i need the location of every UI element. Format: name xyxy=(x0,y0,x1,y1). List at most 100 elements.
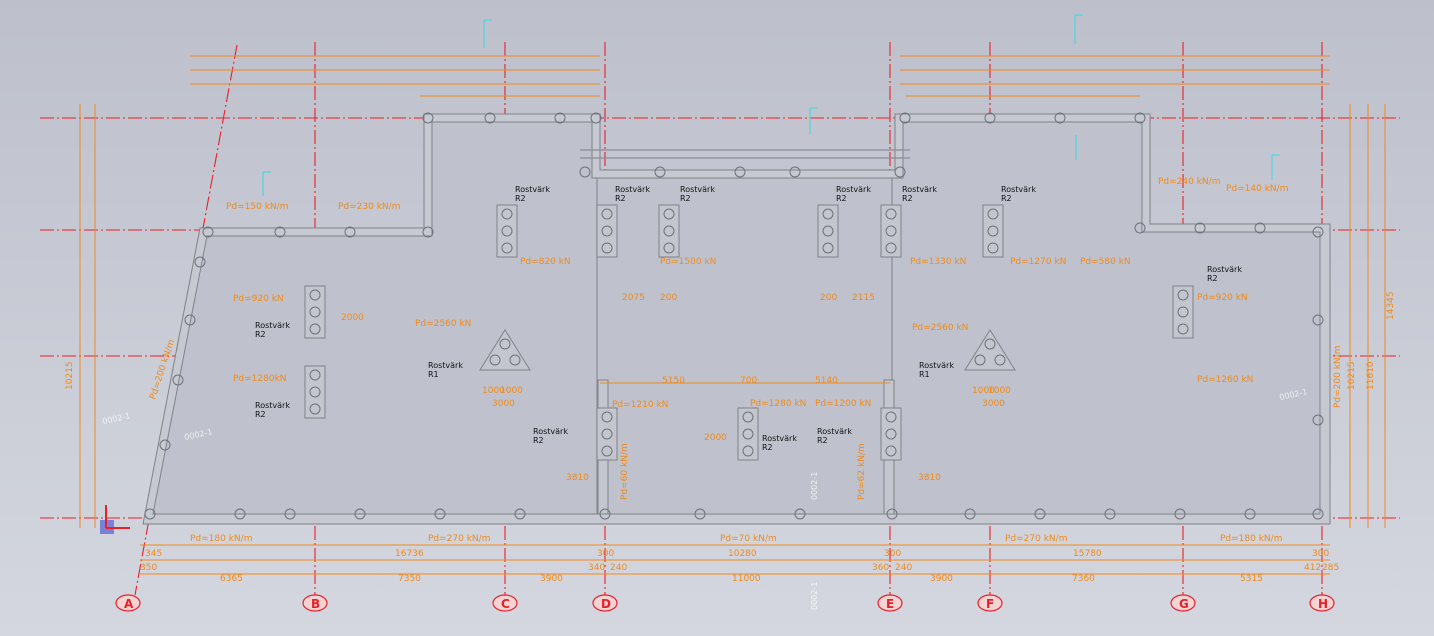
pile-group-label: Rostvärk xyxy=(902,185,937,194)
wall-pile xyxy=(1312,414,1324,426)
grid-bubble-f[interactable]: F xyxy=(977,594,1003,612)
wall-pile xyxy=(1034,508,1046,520)
line-load-2: Pd=70 kN/m xyxy=(720,534,777,544)
wall-pile xyxy=(284,508,296,520)
side-label-2: Pd=60 kN/m xyxy=(620,443,630,500)
tag-2: 0002-1 xyxy=(810,472,819,500)
wall-pile xyxy=(789,166,801,178)
dim-b2-4: 240 xyxy=(895,563,912,573)
wall-pile xyxy=(1312,508,1324,520)
pile-group-label: Rostvärk xyxy=(515,185,550,194)
wall-pile xyxy=(1054,112,1066,124)
grid-bubble-b[interactable]: B xyxy=(302,594,328,612)
wall-pile xyxy=(422,226,434,238)
wall-pile xyxy=(172,374,184,386)
wall-pile xyxy=(514,508,526,520)
grid-bubble-label: C xyxy=(501,597,510,611)
dim-b2-0: 350 xyxy=(140,563,157,573)
wall-pile xyxy=(554,112,566,124)
grid-bubble-c[interactable]: C xyxy=(492,594,518,612)
grid-bubble-g[interactable]: G xyxy=(1170,594,1196,612)
wall-pile xyxy=(234,508,246,520)
dim-b1-0: 345 xyxy=(145,549,162,559)
top-load-2: Pd=240 kN/m xyxy=(1158,177,1220,187)
grid-bubble-label: A xyxy=(124,597,134,611)
grid-bubble-a[interactable]: A xyxy=(115,594,141,612)
point-load: Pd=1260 kN xyxy=(1197,375,1253,385)
mid-dimension: 5140 xyxy=(815,376,838,386)
mid-dimension: 3810 xyxy=(918,473,941,483)
point-load: Pd=1280 kN xyxy=(750,399,806,409)
right-dim-1: 11610 xyxy=(1366,361,1376,390)
wall-pile xyxy=(734,166,746,178)
point-load: Pd=1270 kN xyxy=(1010,257,1066,267)
pile-group-type: R2 xyxy=(902,194,913,203)
line-load-3: Pd=270 kN/m xyxy=(1005,534,1067,544)
point-load: Pd=920 kN xyxy=(1197,293,1248,303)
wall-pile xyxy=(274,226,286,238)
wall-pile xyxy=(1174,508,1186,520)
mid-dimension: 2000 xyxy=(704,433,727,443)
mid-dimension: 200 xyxy=(660,293,677,303)
dim-b2-2: 240 xyxy=(610,563,627,573)
pile-caps: RostvärkR2RostvärkR2RostvärkR2RostvärkR2… xyxy=(233,185,1253,483)
line-load-0: Pd=180 kN/m xyxy=(190,534,252,544)
pile-group-label: Rostvärk xyxy=(428,361,463,370)
wall-pile xyxy=(694,508,706,520)
wall-pile xyxy=(599,508,611,520)
wall-pile xyxy=(354,508,366,520)
wall-pile xyxy=(886,508,898,520)
mid-dimension: 1000 xyxy=(972,386,995,396)
dim-b2-6: 285 xyxy=(1322,563,1339,573)
pile-group-label: Rostvärk xyxy=(255,321,290,330)
pile-group-type: R2 xyxy=(817,436,828,445)
point-load: Pd=1280kN xyxy=(233,374,287,384)
wall-pile xyxy=(1312,226,1324,238)
grid-bubble-d[interactable]: D xyxy=(592,594,618,612)
left-dim-0: 10215 xyxy=(65,361,75,390)
pile-group-type: R2 xyxy=(1207,274,1218,283)
dim-b3-6: 5315 xyxy=(1240,574,1263,584)
mid-dimension: 2115 xyxy=(852,293,875,303)
dim-b1-5: 15780 xyxy=(1073,549,1102,559)
point-load: Pd=1200 kN xyxy=(815,399,871,409)
grid-bubble-e[interactable]: E xyxy=(877,594,903,612)
dim-b3-1: 7350 xyxy=(398,574,421,584)
mid-dimension: 5150 xyxy=(662,376,685,386)
wall-pile xyxy=(1104,508,1116,520)
pile-group-label: Rostvärk xyxy=(615,185,650,194)
dim-b3-5: 7360 xyxy=(1072,574,1095,584)
wall-pile xyxy=(159,439,171,451)
wall-pile xyxy=(590,112,602,124)
pile-group-type: R2 xyxy=(515,194,526,203)
top-load-1: Pd=230 kN/m xyxy=(338,202,400,212)
grid-bubble-h[interactable]: H xyxy=(1309,594,1335,612)
side-label-1: Pd=200 kN/m xyxy=(1333,346,1343,408)
wall-pile xyxy=(964,508,976,520)
wall-pile xyxy=(184,314,196,326)
wall-piles xyxy=(144,112,1324,520)
wall-pile xyxy=(344,226,356,238)
point-load: Pd=580 kN xyxy=(1080,257,1131,267)
pile-group-label: Rostvärk xyxy=(1001,185,1036,194)
mid-dimension: 200 xyxy=(820,293,837,303)
point-load: Pd=1330 kN xyxy=(910,257,966,267)
grid-bubble-label: F xyxy=(986,597,994,611)
dim-b1-6: 300 xyxy=(1312,549,1329,559)
wall-pile xyxy=(422,112,434,124)
